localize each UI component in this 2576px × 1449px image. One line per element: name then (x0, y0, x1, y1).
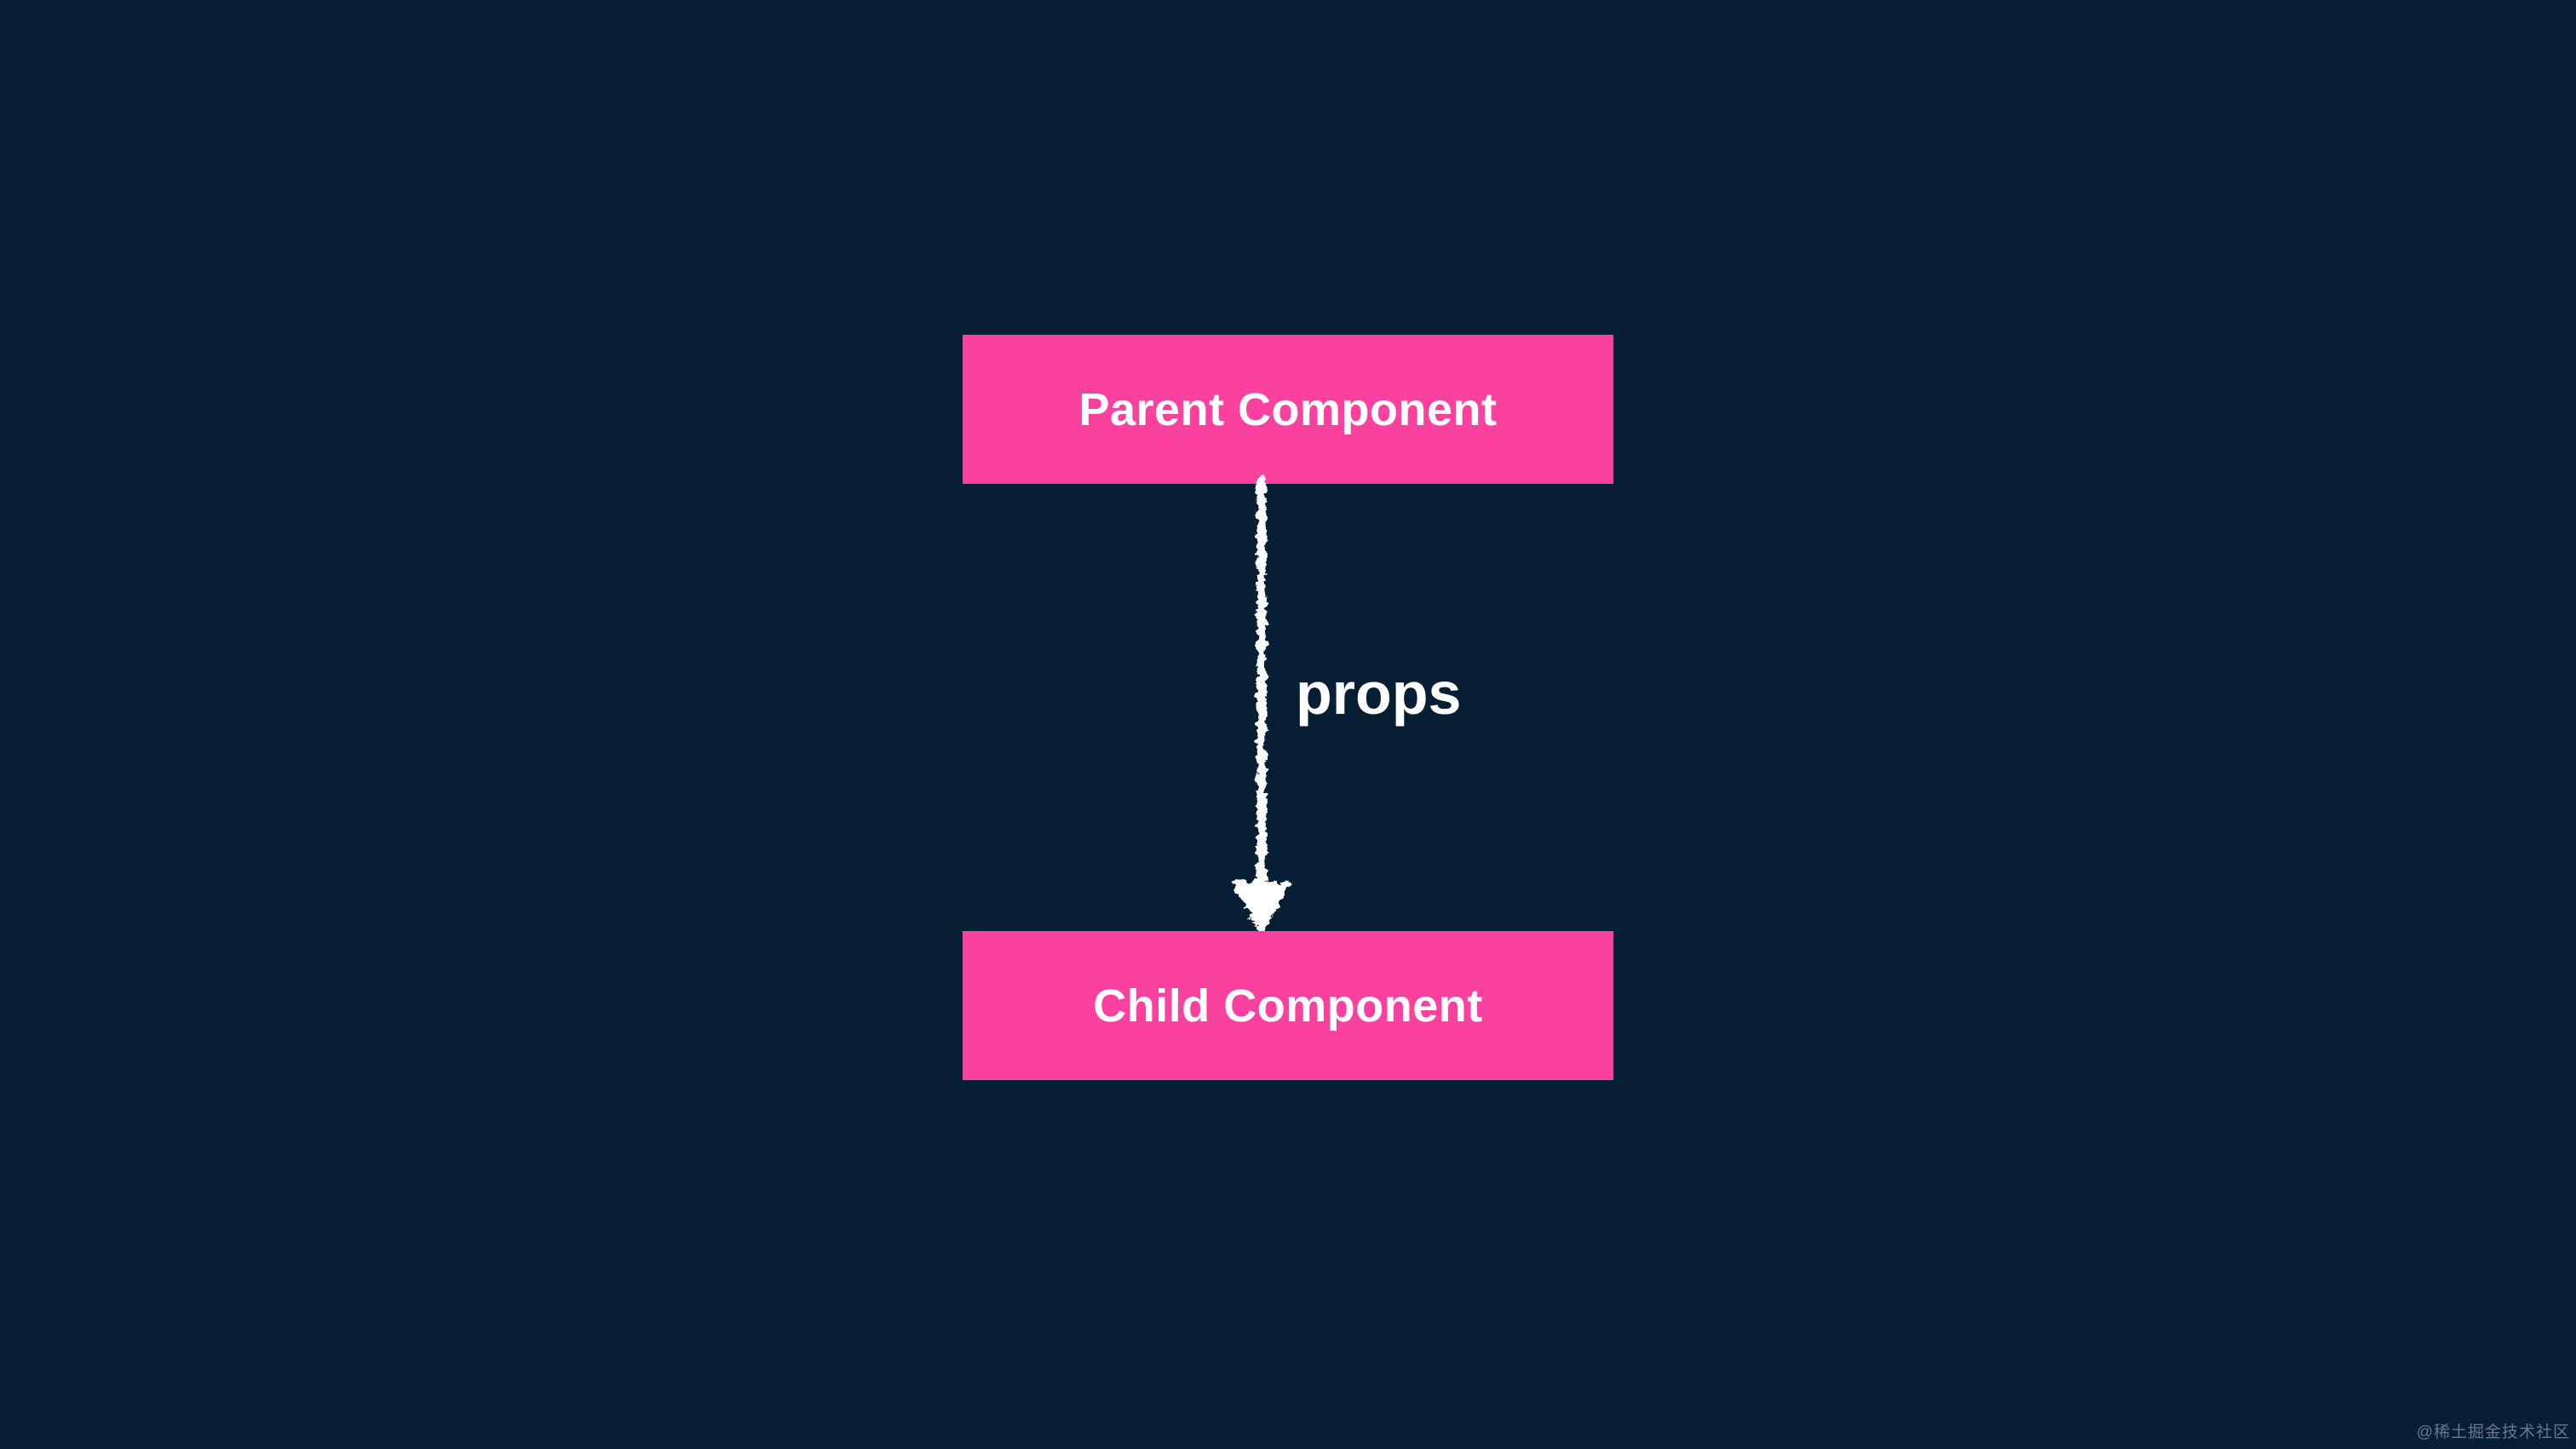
watermark-text: @稀土掘金技术社区 (2416, 1423, 2570, 1441)
child-component-node: Child Component (963, 931, 1613, 1080)
child-component-label: Child Component (1093, 980, 1483, 1032)
parent-component-node: Parent Component (963, 335, 1613, 484)
props-edge-label: props (1296, 660, 1462, 727)
props-arrow-icon (1233, 475, 1291, 934)
parent-component-label: Parent Component (1078, 383, 1498, 435)
